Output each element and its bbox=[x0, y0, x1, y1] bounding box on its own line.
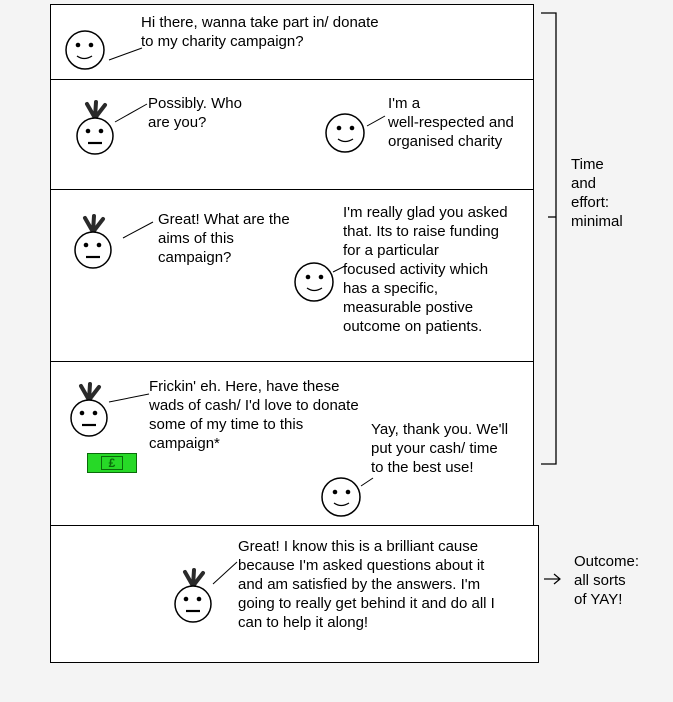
comic-panel-3: Great! What are the aims of this campaig… bbox=[50, 189, 534, 362]
charity-speech-text: I'm really glad you asked that. Its to r… bbox=[343, 204, 508, 335]
charity-face-icon bbox=[65, 29, 105, 71]
pound-symbol: £ bbox=[101, 456, 123, 470]
speech-line bbox=[108, 392, 151, 404]
comic-panel-2: Possibly. Who are you? I'm a well-respec… bbox=[50, 79, 534, 190]
donor-face-icon bbox=[173, 564, 213, 628]
comic-panel-5: Great! I know this is a brilliant cause … bbox=[50, 525, 539, 663]
donor-face-icon bbox=[69, 378, 109, 442]
charity-speech-text: Hi there, wanna take part in/ donate to … bbox=[141, 14, 379, 50]
donor-speech-text: Great! I know this is a brilliant cause … bbox=[238, 538, 495, 631]
charity-face-icon bbox=[324, 112, 366, 154]
donor-face-icon bbox=[75, 96, 115, 160]
cash-banknote-icon: £ bbox=[87, 453, 137, 473]
speech-line bbox=[122, 220, 155, 240]
charity-face-icon bbox=[293, 261, 335, 303]
donor-speech-text: Possibly. Who are you? bbox=[148, 95, 242, 131]
donor-speech-text: Great! What are the aims of this campaig… bbox=[158, 211, 290, 266]
speech-line bbox=[114, 102, 149, 124]
speech-line bbox=[360, 476, 375, 488]
charity-face-icon bbox=[320, 476, 362, 518]
speech-line bbox=[108, 27, 143, 61]
outcome-arrow-icon bbox=[544, 572, 562, 586]
speech-line bbox=[366, 114, 387, 128]
speech-line bbox=[212, 560, 239, 586]
speech-line bbox=[332, 264, 347, 274]
outcome-label: Outcome: all sorts of YAY! bbox=[574, 553, 640, 608]
comic-panel-1: Hi there, wanna take part in/ donate to … bbox=[50, 4, 534, 80]
charity-speech-text: I'm a well-respected and organised chari… bbox=[388, 95, 514, 150]
comic-panel-4: £ Frickin' eh. Here, have these wads of … bbox=[50, 361, 534, 526]
charity-speech-text: Yay, thank you. We'll put your cash/ tim… bbox=[371, 421, 509, 476]
time-effort-bracket bbox=[540, 12, 560, 467]
time-effort-label: Time and effort: minimal bbox=[571, 156, 623, 230]
donor-face-icon bbox=[73, 210, 113, 274]
donor-speech-text: Frickin' eh. Here, have these wads of ca… bbox=[149, 378, 359, 452]
